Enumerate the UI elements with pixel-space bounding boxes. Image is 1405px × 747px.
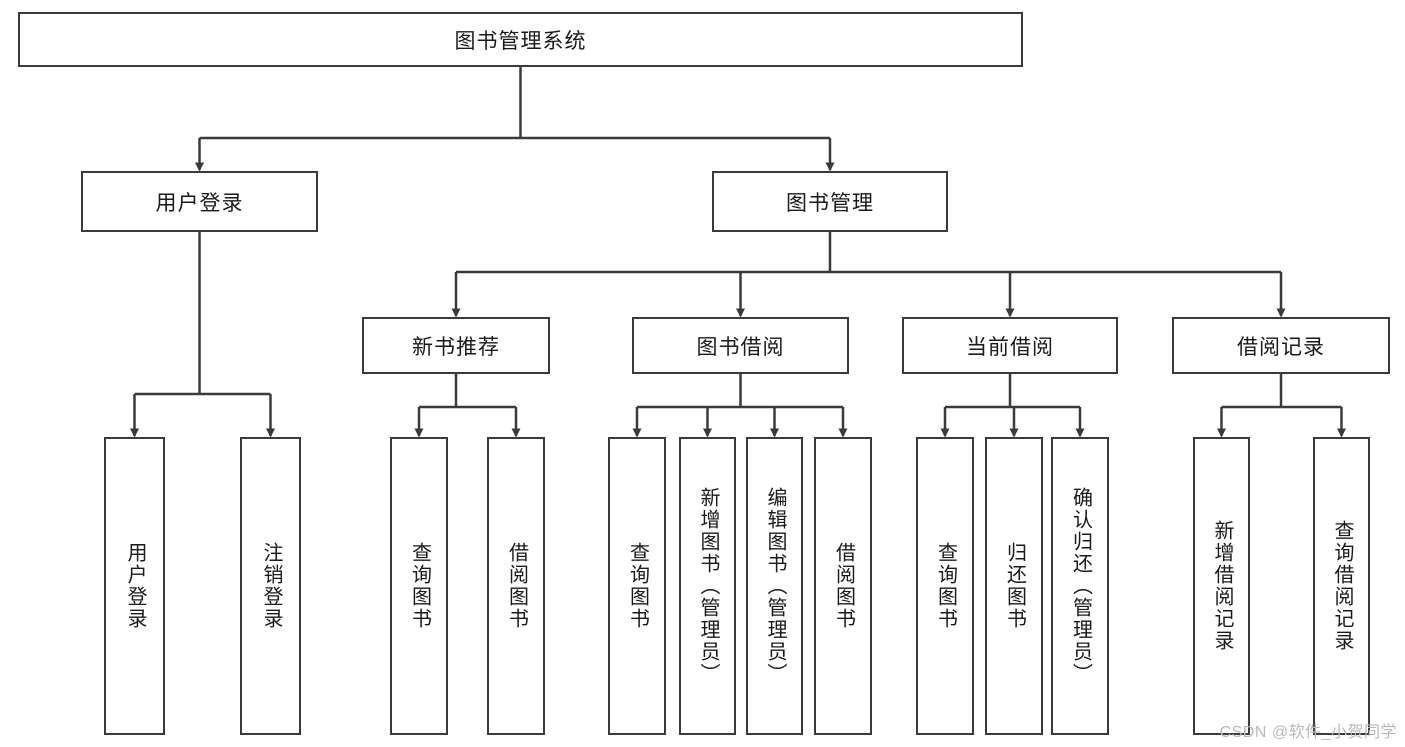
watermark: CSDN @软件_小贺同学 — [1219, 724, 1397, 741]
node-label: 借阅记录 — [1237, 335, 1325, 359]
node-label: 新增图书（管理员） — [697, 487, 719, 685]
node-label: 图书管理系统 — [454, 29, 587, 53]
node-label: 注销登录 — [260, 542, 282, 630]
node-leaf-borrow-book-1[interactable]: 借阅图书 — [487, 437, 545, 735]
node-label: 新书推荐 — [412, 335, 500, 359]
node-root[interactable]: 图书管理系统 — [18, 12, 1023, 67]
node-label: 借阅图书 — [505, 542, 528, 630]
node-label: 查询图书 — [934, 542, 957, 630]
node-leaf-add-record[interactable]: 新增借阅记录 — [1193, 437, 1250, 735]
node-label: 用户登录 — [155, 191, 244, 215]
node-label: 查询图书 — [626, 542, 649, 630]
node-leaf-confirm-ret[interactable]: 确认归还（管理员） — [1051, 437, 1109, 735]
node-book-borrow[interactable]: 图书借阅 — [632, 317, 849, 374]
node-leaf-query-record[interactable]: 查询借阅记录 — [1313, 437, 1370, 735]
node-label: 图书管理 — [786, 191, 874, 215]
node-label: 编辑图书（管理员） — [764, 487, 786, 685]
node-current-borrow[interactable]: 当前借阅 — [902, 317, 1118, 374]
node-leaf-return-book[interactable]: 归还图书 — [985, 437, 1043, 735]
node-label: 新增借阅记录 — [1211, 520, 1233, 652]
node-book-manage[interactable]: 图书管理 — [712, 171, 948, 232]
node-label: 图书借阅 — [696, 335, 785, 359]
node-label: 确认归还（管理员） — [1069, 487, 1092, 685]
node-label: 借阅图书 — [832, 542, 855, 630]
node-leaf-user-logout[interactable]: 注销登录 — [240, 437, 301, 735]
node-leaf-edit-book[interactable]: 编辑图书（管理员） — [746, 437, 803, 735]
node-user-login[interactable]: 用户登录 — [81, 171, 318, 232]
node-label: 查询图书 — [408, 542, 431, 630]
node-borrow-record[interactable]: 借阅记录 — [1172, 317, 1390, 374]
node-leaf-query-book-3[interactable]: 查询图书 — [916, 437, 974, 735]
node-leaf-user-login[interactable]: 用户登录 — [104, 437, 165, 735]
node-leaf-query-book-2[interactable]: 查询图书 — [608, 437, 666, 735]
node-label: 归还图书 — [1003, 542, 1026, 630]
node-leaf-query-book-1[interactable]: 查询图书 — [390, 437, 448, 735]
node-leaf-borrow-book-2[interactable]: 借阅图书 — [814, 437, 872, 735]
node-new-book-rec[interactable]: 新书推荐 — [362, 317, 550, 374]
node-label: 用户登录 — [124, 542, 146, 630]
node-leaf-add-book[interactable]: 新增图书（管理员） — [679, 437, 736, 735]
node-label: 查询借阅记录 — [1331, 520, 1353, 652]
node-label: 当前借阅 — [966, 335, 1054, 359]
